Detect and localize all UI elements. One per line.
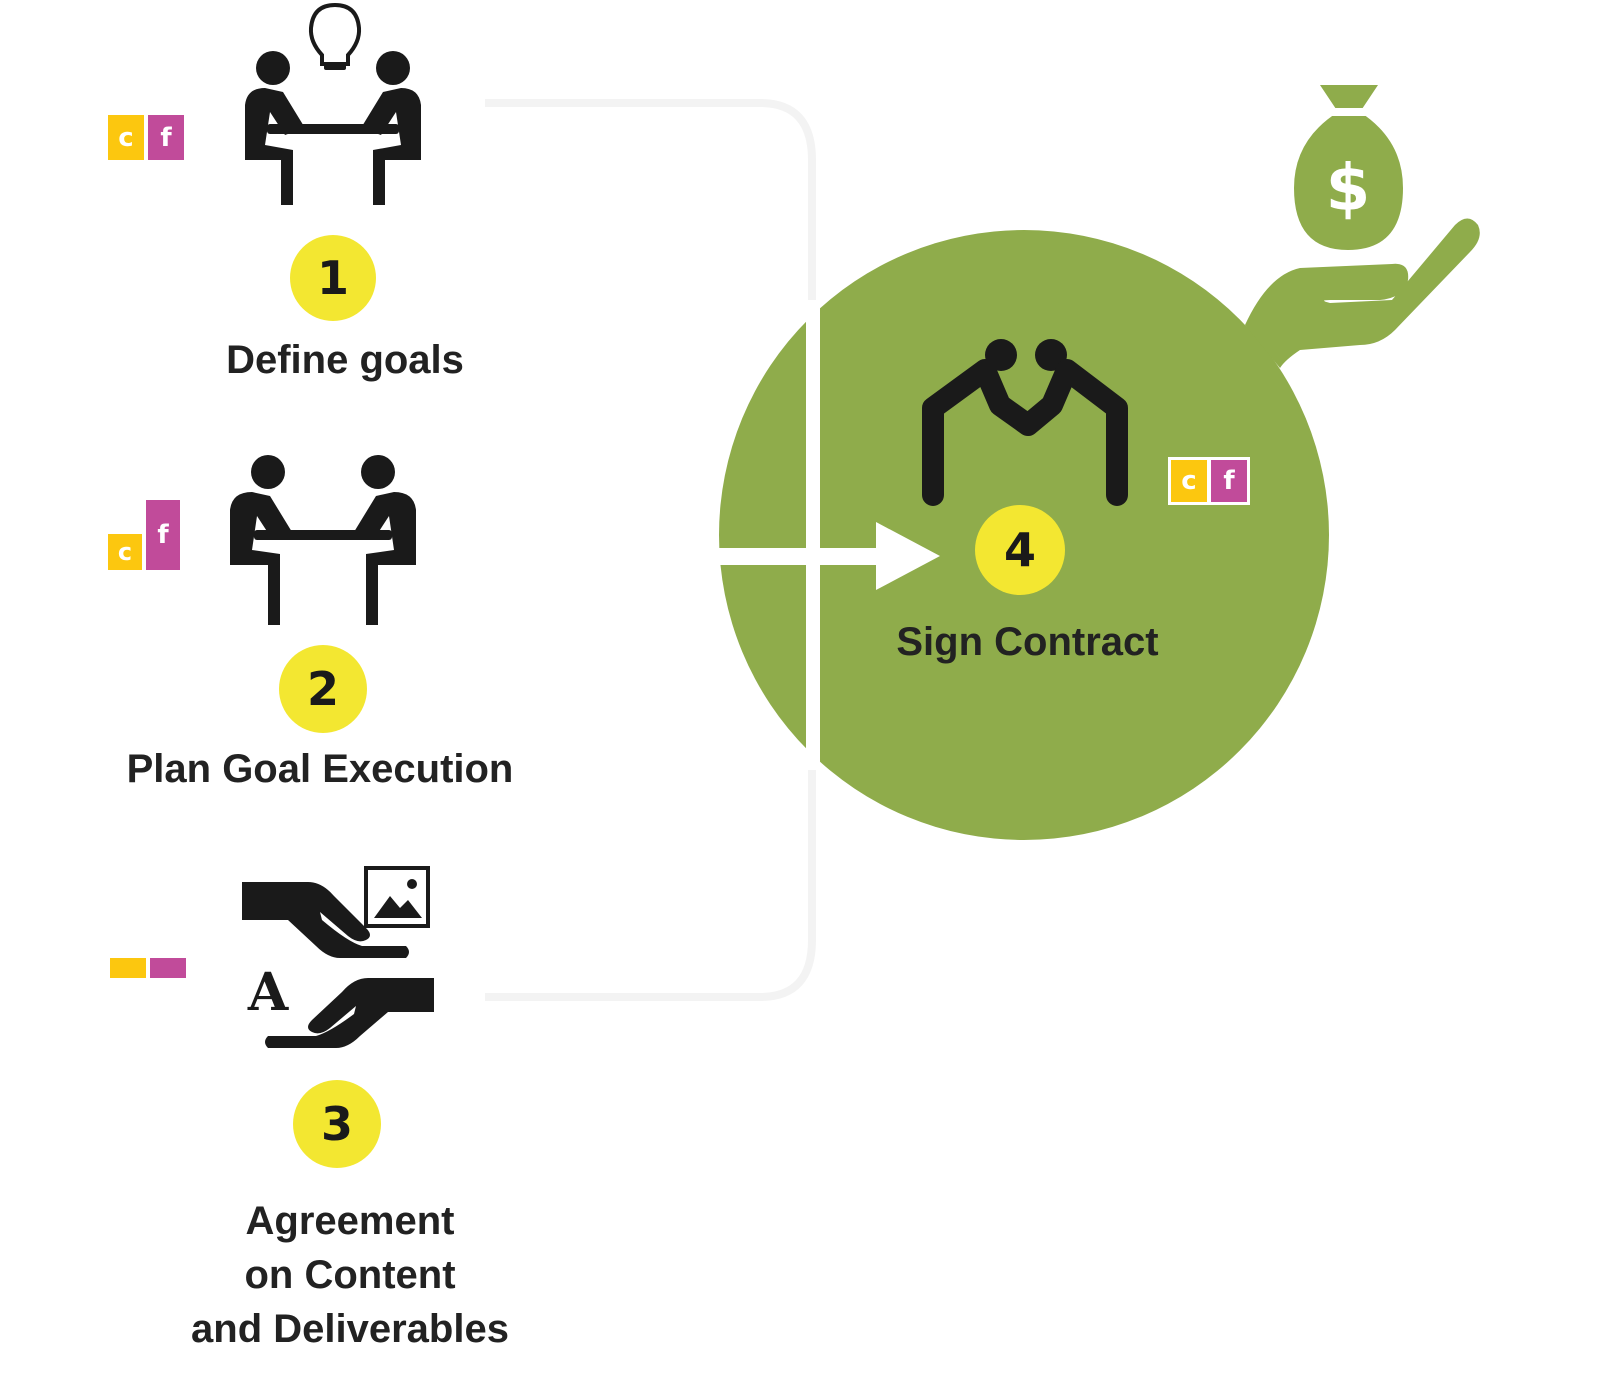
step-number-4: 4 [975,505,1065,595]
step-number-3: 3 [293,1080,381,1168]
step-label-3-line-3: and Deliverables [191,1307,509,1351]
step-label-3-line-2: on Content [244,1253,456,1297]
cf-badge-step-2: c f [108,500,180,570]
step-label-4: Sign Contract [896,620,1159,664]
step-label-1: Define goals [226,338,464,382]
step-label-3: Agreement on Content and Deliverables [150,1194,550,1356]
meeting-table-icon [230,455,416,625]
step-label-2: Plan Goal Execution [126,747,514,791]
handshake-icon [922,339,1128,506]
badge-f: f [148,115,184,160]
svg-text:A: A [247,962,289,1023]
badge-f: f [146,500,180,570]
badge-c: c [1171,460,1207,502]
hand-exchange-icon: A [242,866,434,1048]
step-number-2: 2 [279,645,367,733]
cf-badge-step-3 [110,958,186,978]
meeting-lightbulb-icon [245,2,421,205]
dollar-icon: $ [1326,152,1371,226]
badge-c-empty [110,958,146,978]
step-label-3-line-1: Agreement [245,1199,455,1243]
cf-badge-step-4: c f [1168,457,1250,505]
step-number-1: 1 [290,235,376,321]
cf-badge-step-1: c f [108,115,184,160]
hand-money-icon: $ [1245,85,1480,368]
badge-f-empty [150,958,186,978]
badge-f: f [1211,460,1247,502]
badge-c: c [108,115,144,160]
badge-c: c [108,534,142,570]
